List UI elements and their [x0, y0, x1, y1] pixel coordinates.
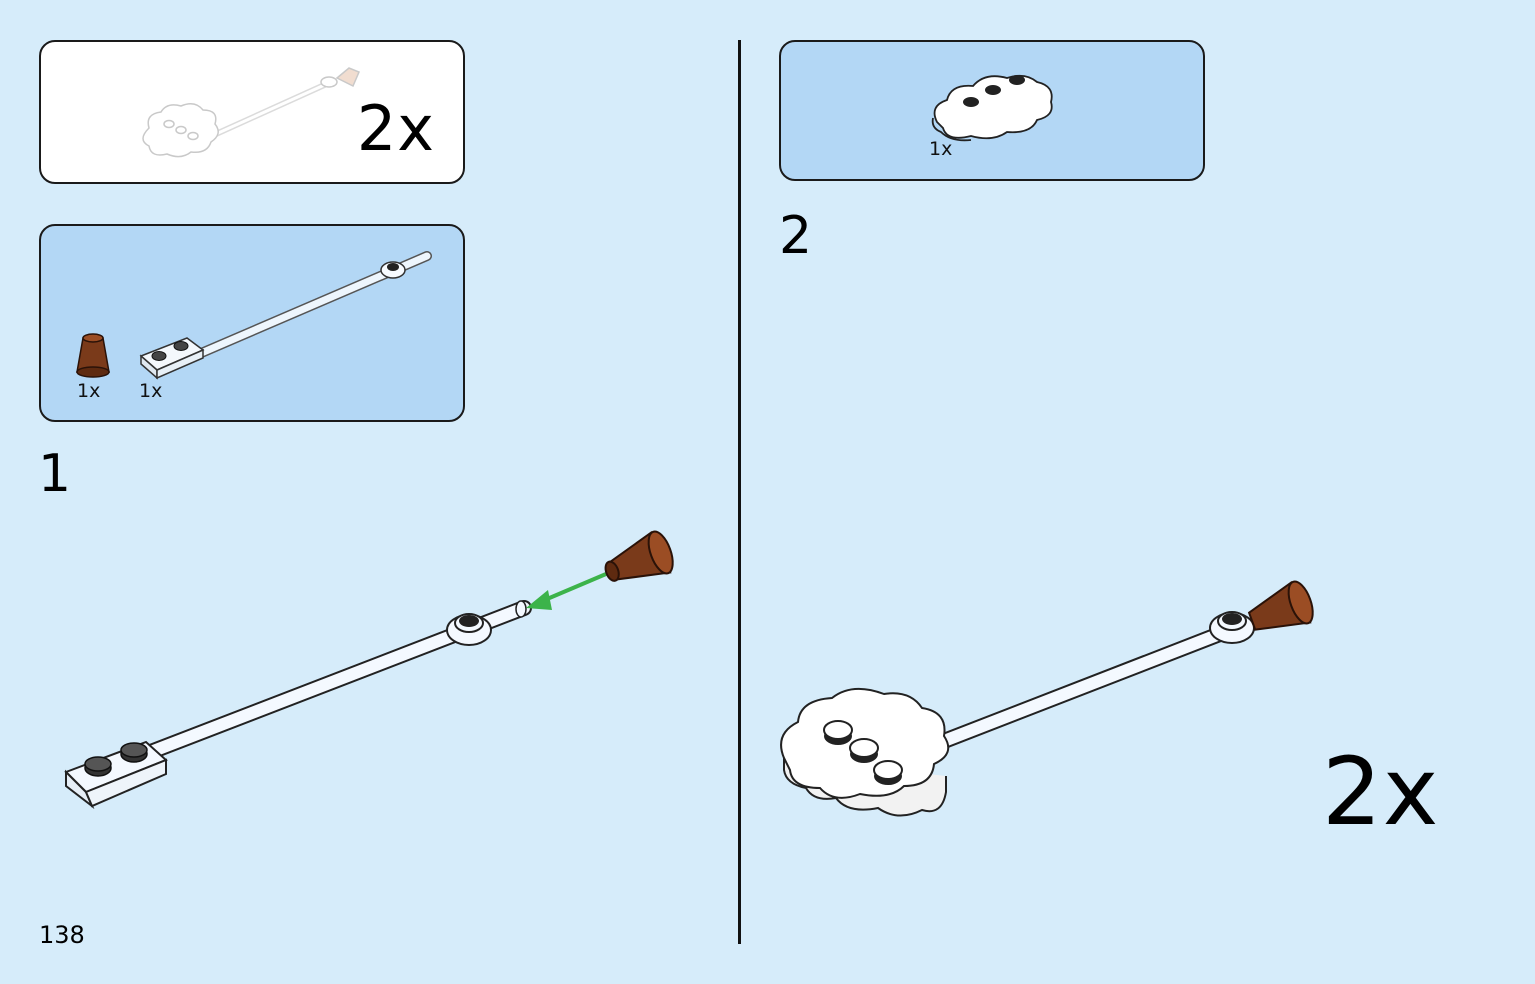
step-number: 2 [779, 206, 813, 266]
step1-assembly-image [64, 530, 674, 810]
part-qty: 1x [139, 380, 163, 402]
step-number: 1 [38, 444, 72, 504]
plate-with-bar-piece-icon [139, 251, 432, 380]
page-divider [738, 40, 741, 944]
step2-parts-list: 1x [779, 40, 1205, 181]
submodel-preview-image [142, 67, 360, 158]
step1-parts-list: 1x 1x [39, 224, 465, 422]
brown-cone-piece-icon [76, 333, 110, 378]
submodel-callout: 2x [39, 40, 465, 184]
submodel-multiplier: 2x [356, 92, 435, 165]
page-number: 138 [39, 921, 85, 949]
part-qty: 1x [77, 380, 101, 402]
white-cloud-plate-piece-icon [931, 74, 1053, 142]
part-qty: 1x [929, 138, 953, 160]
step2-assembly-image [780, 580, 1314, 817]
step2-multiplier: 2x [1322, 738, 1440, 847]
